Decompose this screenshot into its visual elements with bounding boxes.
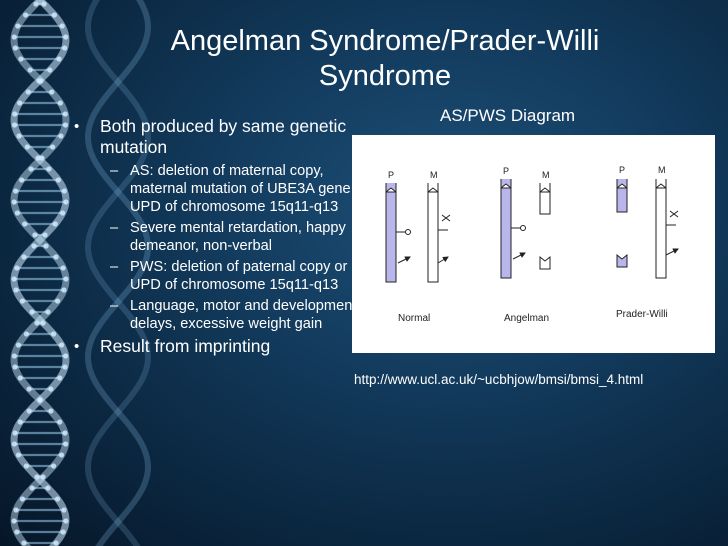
- sub-bullet-marker: –: [110, 298, 119, 314]
- sub-bullet-item: – AS: deletion of maternal copy, materna…: [72, 162, 372, 216]
- sub-bullet-text: AS: deletion of maternal copy, maternal …: [130, 163, 368, 215]
- angelman-p-label: P: [503, 166, 509, 176]
- sub-bullet-marker: –: [110, 163, 119, 179]
- panel-caption-prader-willi: Prader-Willi: [616, 309, 668, 320]
- bullet-text: Result from imprinting: [100, 336, 271, 356]
- source-link[interactable]: http://www.ucl.ac.uk/~ucbhjow/bmsi/bmsi_…: [354, 372, 644, 387]
- panel-caption-angelman: Angelman: [504, 313, 549, 324]
- bullet-list: • Both produced by same genetic mutation…: [72, 116, 372, 361]
- prader-willi-paternal-chromosome: [616, 179, 628, 268]
- angelman-m-label: M: [542, 170, 550, 180]
- dna-helix-icon: [10, 0, 152, 546]
- slide-title: Angelman Syndrome/Prader-Willi Syndrome: [170, 25, 600, 92]
- bullet-text: Both produced by same genetic mutation: [100, 116, 347, 157]
- bullet-marker: •: [74, 338, 80, 355]
- sub-bullet-item: – Language, motor and developmental dela…: [72, 297, 372, 333]
- sub-bullet-text: Language, motor and developmental delays…: [130, 298, 368, 332]
- normal-maternal-chromosome: [427, 183, 451, 283]
- bullet-marker: •: [74, 118, 80, 135]
- sub-bullet-marker: –: [110, 259, 119, 275]
- prader-willi-maternal-chromosome: [655, 179, 679, 279]
- angelman-maternal-chromosome: [539, 183, 551, 270]
- sub-bullet-item: – Severe mental retardation, happy demea…: [72, 219, 372, 255]
- bullet-item: • Both produced by same genetic mutation: [72, 116, 372, 158]
- prader-willi-m-label: M: [658, 165, 666, 175]
- normal-m-label: M: [430, 170, 438, 180]
- panel-caption-normal: Normal: [398, 313, 430, 324]
- imprinting-diagram: P M P: [385, 165, 679, 324]
- prader-willi-p-label: P: [619, 165, 625, 175]
- normal-p-label: P: [388, 170, 394, 180]
- angelman-paternal-chromosome: [500, 179, 526, 279]
- normal-paternal-chromosome: [385, 183, 411, 283]
- sub-bullet-item: – PWS: deletion of paternal copy or UPD …: [72, 258, 372, 294]
- sub-bullet-text: Severe mental retardation, happy demeano…: [130, 220, 346, 254]
- diagram-panel: P M P: [352, 135, 715, 353]
- diagram-title: AS/PWS Diagram: [440, 106, 576, 125]
- sub-bullet-marker: –: [110, 220, 119, 236]
- bullet-item: • Result from imprinting: [72, 336, 372, 357]
- sub-bullet-text: PWS: deletion of paternal copy or UPD of…: [130, 259, 348, 293]
